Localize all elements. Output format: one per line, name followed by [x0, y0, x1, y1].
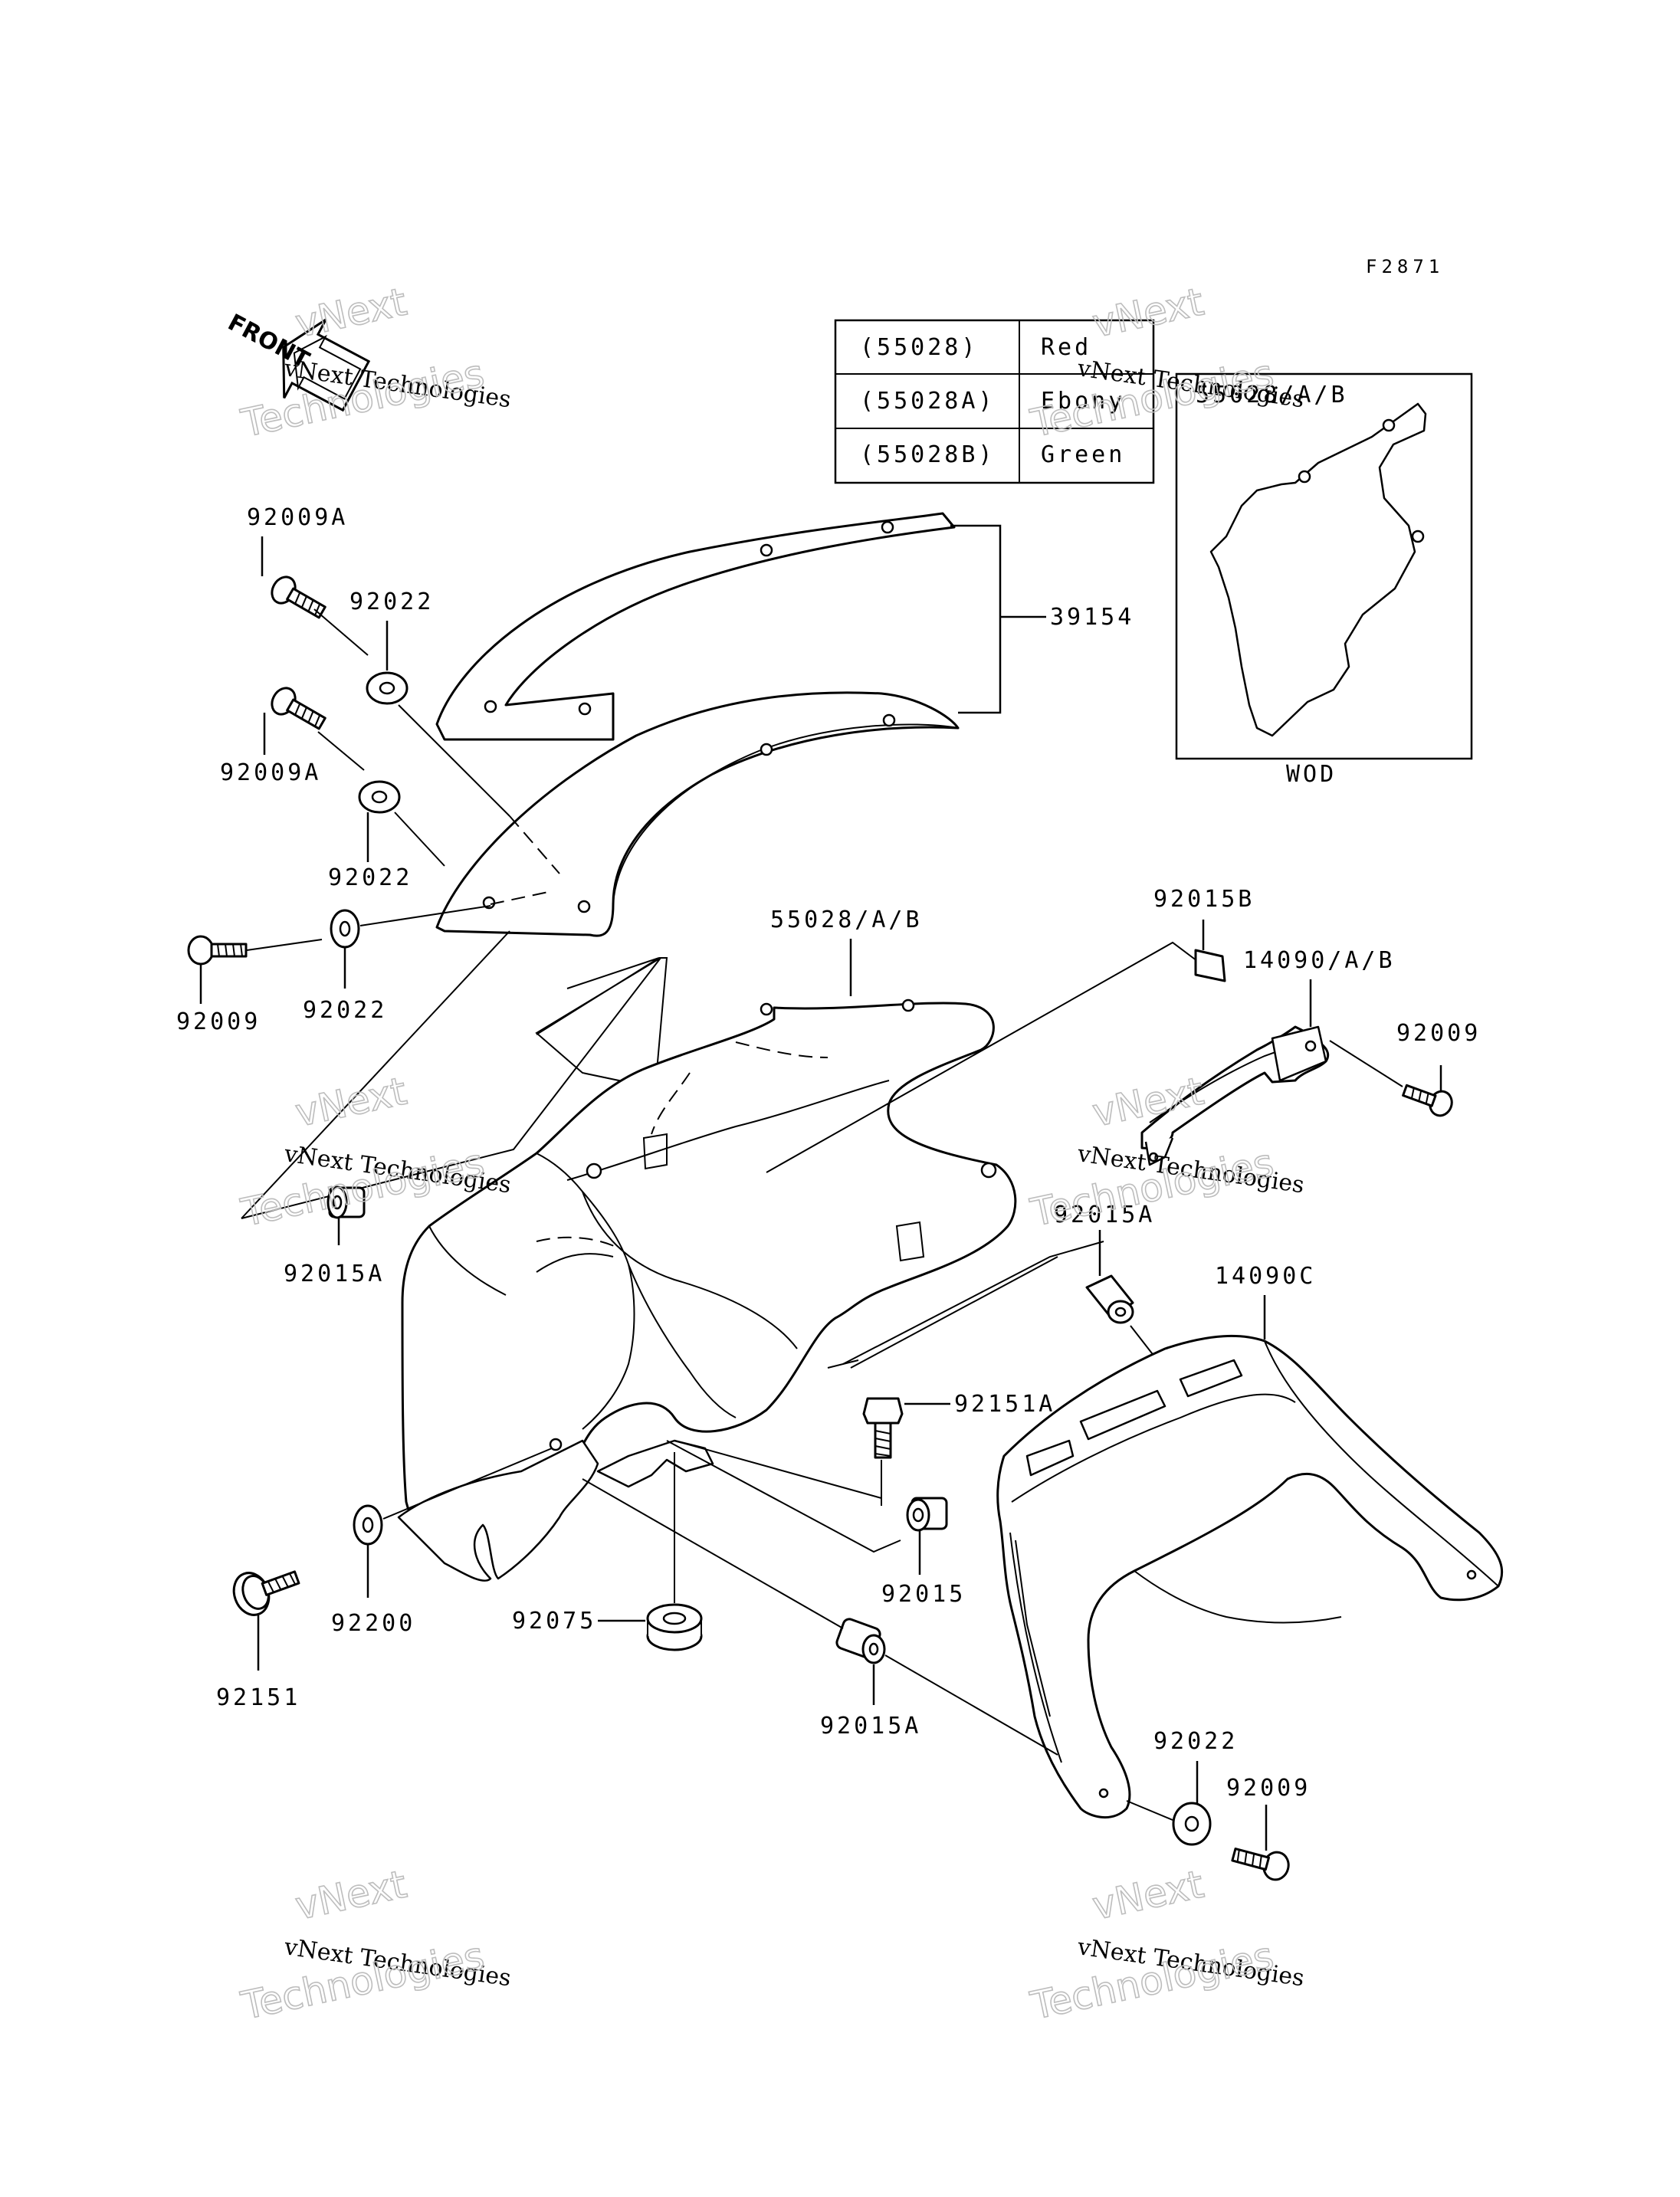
nut-92015-icon — [906, 1497, 948, 1532]
color-table-code-1: (55028) — [860, 334, 978, 361]
screw-92009-left-icon — [187, 935, 248, 966]
part-92022-mid: 92022 — [328, 864, 412, 891]
part-92015: 92015 — [881, 1581, 966, 1608]
nut-92015A-bottom-icon — [835, 1618, 886, 1664]
part-14090C: 14090C — [1215, 1263, 1316, 1290]
upper-fairing — [397, 998, 1017, 1582]
screw-92009A-top-icon — [271, 575, 326, 619]
nut-92015B-icon — [1194, 949, 1226, 982]
color-table-code-3: (55028B) — [860, 441, 996, 468]
windshield — [435, 512, 960, 937]
svg-text:vNext: vNext — [291, 1862, 410, 1929]
part-92200: 92200 — [331, 1610, 415, 1637]
svg-text:vNext: vNext — [1088, 1862, 1207, 1929]
part-92009A-mid: 92009A — [220, 759, 321, 786]
part-92015A-right: 92015A — [1054, 1202, 1155, 1228]
part-14090AB: 14090/A/B — [1243, 947, 1396, 974]
svg-text:vNext: vNext — [1088, 280, 1207, 346]
part-92009A-top: 92009A — [247, 504, 348, 531]
svg-text:vNext: vNext — [1088, 1069, 1207, 1136]
inset-caption: WOD — [1286, 761, 1337, 788]
part-92022-bottom: 92022 — [1153, 1728, 1238, 1755]
watermark-1: vNext vNext Technologies Technologies — [237, 279, 513, 447]
part-92009-bottom: 92009 — [1226, 1775, 1311, 1802]
watermark-6: vNext vNext Technologies Technologies — [1026, 1861, 1306, 2029]
bolt-92151-icon — [232, 1570, 300, 1616]
part-55028AB: 55028/A/B — [770, 907, 923, 933]
part-92015A-left: 92015A — [284, 1261, 385, 1287]
inset-part-label: 55028/A/B — [1196, 382, 1348, 408]
part-92015B: 92015B — [1153, 886, 1255, 913]
part-92022-top: 92022 — [349, 589, 434, 615]
color-table-color-2: Ebony — [1041, 388, 1125, 415]
part-92075: 92075 — [512, 1608, 596, 1635]
color-table-code-2: (55028A) — [860, 388, 996, 415]
bolt-92151A-icon — [862, 1397, 904, 1459]
part-92009-left: 92009 — [176, 1008, 261, 1035]
inset-cowl-part — [1209, 402, 1427, 737]
inset-wod-variant: 55028/A/B WOD — [1175, 372, 1473, 788]
color-table-color-3: Green — [1041, 441, 1125, 468]
grommet-92075-icon — [646, 1603, 703, 1651]
part-92009-right: 92009 — [1396, 1020, 1481, 1047]
watermark-2: vNext vNext Technologies Technologies — [1026, 279, 1306, 447]
color-table-color-1: Red — [1041, 334, 1091, 361]
part-92015A-bottom: 92015A — [820, 1713, 921, 1740]
screw-92009A-mid-icon — [271, 687, 326, 730]
nut-92015A-left-icon — [326, 1185, 366, 1219]
inner-stay-bracket — [996, 1334, 1504, 1819]
diagram-code: F2871 — [1366, 256, 1444, 277]
screw-92009-right-icon — [1402, 1084, 1453, 1117]
part-92151: 92151 — [216, 1684, 300, 1711]
color-table: (55028) Red (55028A) Ebony (55028B) Gree… — [834, 319, 1155, 484]
part-92151A: 92151A — [954, 1391, 1055, 1418]
watermark-5: vNext vNext Technologies Technologies — [237, 1861, 513, 2029]
svg-text:vNext: vNext — [291, 280, 410, 346]
nut-92015A-right-icon — [1085, 1274, 1134, 1324]
part-39154: 39154 — [1050, 604, 1134, 631]
side-bracket — [1140, 1025, 1329, 1166]
svg-text:vNext: vNext — [291, 1069, 410, 1136]
watermark-4: vNext vNext Technologies Technologies — [1026, 1068, 1306, 1236]
part-92022-left: 92022 — [303, 997, 387, 1024]
screw-92009-bottom-icon — [1231, 1848, 1290, 1881]
